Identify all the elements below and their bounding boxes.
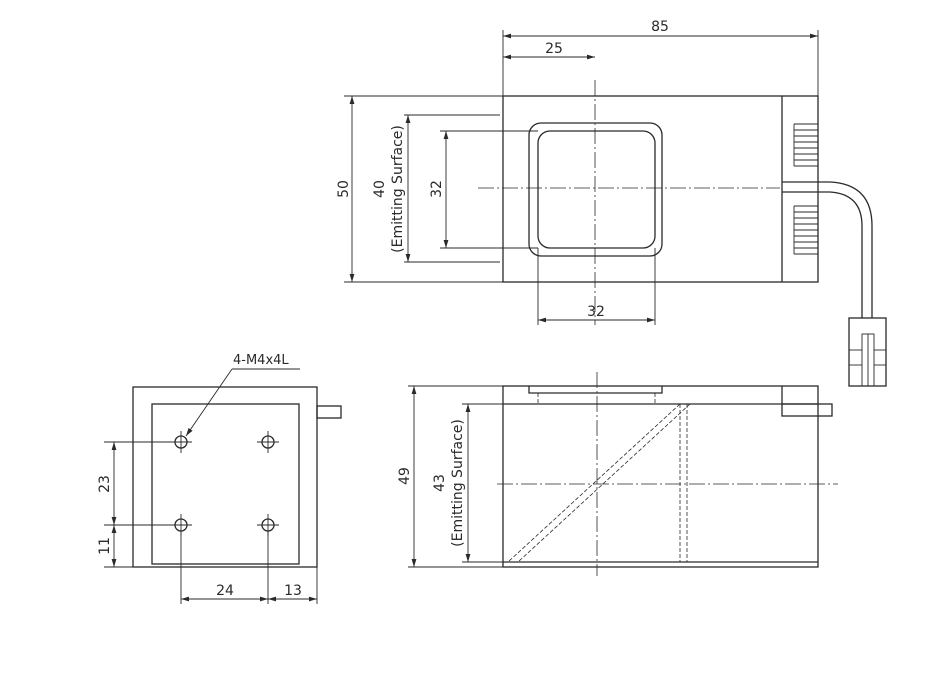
dim-front-surface-note: (Emitting Surface) — [450, 419, 466, 547]
dim-window-height: 32 — [429, 180, 445, 198]
top-fins-upper — [793, 123, 818, 167]
dim-surface-note: (Emitting Surface) — [390, 125, 406, 253]
cable — [782, 181, 873, 318]
dim-hole-offset-h: 13 — [284, 583, 302, 599]
side-view: 4-M4x4L 23 11 24 13 — [97, 353, 342, 604]
side-cable-stub — [316, 405, 342, 419]
top-fins-lower — [793, 205, 818, 255]
front-body-outline — [502, 385, 819, 568]
window-outer — [528, 122, 663, 257]
dim-hole-pitch-v: 23 — [97, 475, 113, 493]
hole-callout: 4-M4x4L — [233, 353, 289, 368]
front-view: 49 43 (Emitting Surface) — [397, 372, 838, 576]
dim-offset: 25 — [545, 41, 563, 57]
side-inner-outline — [151, 403, 300, 565]
dim-front-height: 49 — [397, 467, 413, 485]
top-body-outline — [502, 95, 819, 283]
front-cable-stub — [781, 403, 833, 417]
dim-surface: 40 — [372, 180, 388, 198]
side-body-outline — [132, 386, 318, 568]
connector — [848, 317, 887, 387]
window-inner — [537, 130, 656, 249]
dim-total-width: 85 — [651, 19, 669, 35]
top-view: 85 25 50 40 (Emitting Surface) 32 32 — [336, 19, 887, 387]
dim-window-width: 32 — [587, 304, 605, 320]
dim-front-surface: 43 — [432, 474, 448, 492]
dim-hole-pitch-h: 24 — [216, 583, 234, 599]
mounting-holes — [170, 431, 279, 536]
cable-inner — [782, 191, 863, 318]
dim-height: 50 — [336, 180, 352, 198]
dim-hole-offset-v: 11 — [97, 537, 113, 555]
